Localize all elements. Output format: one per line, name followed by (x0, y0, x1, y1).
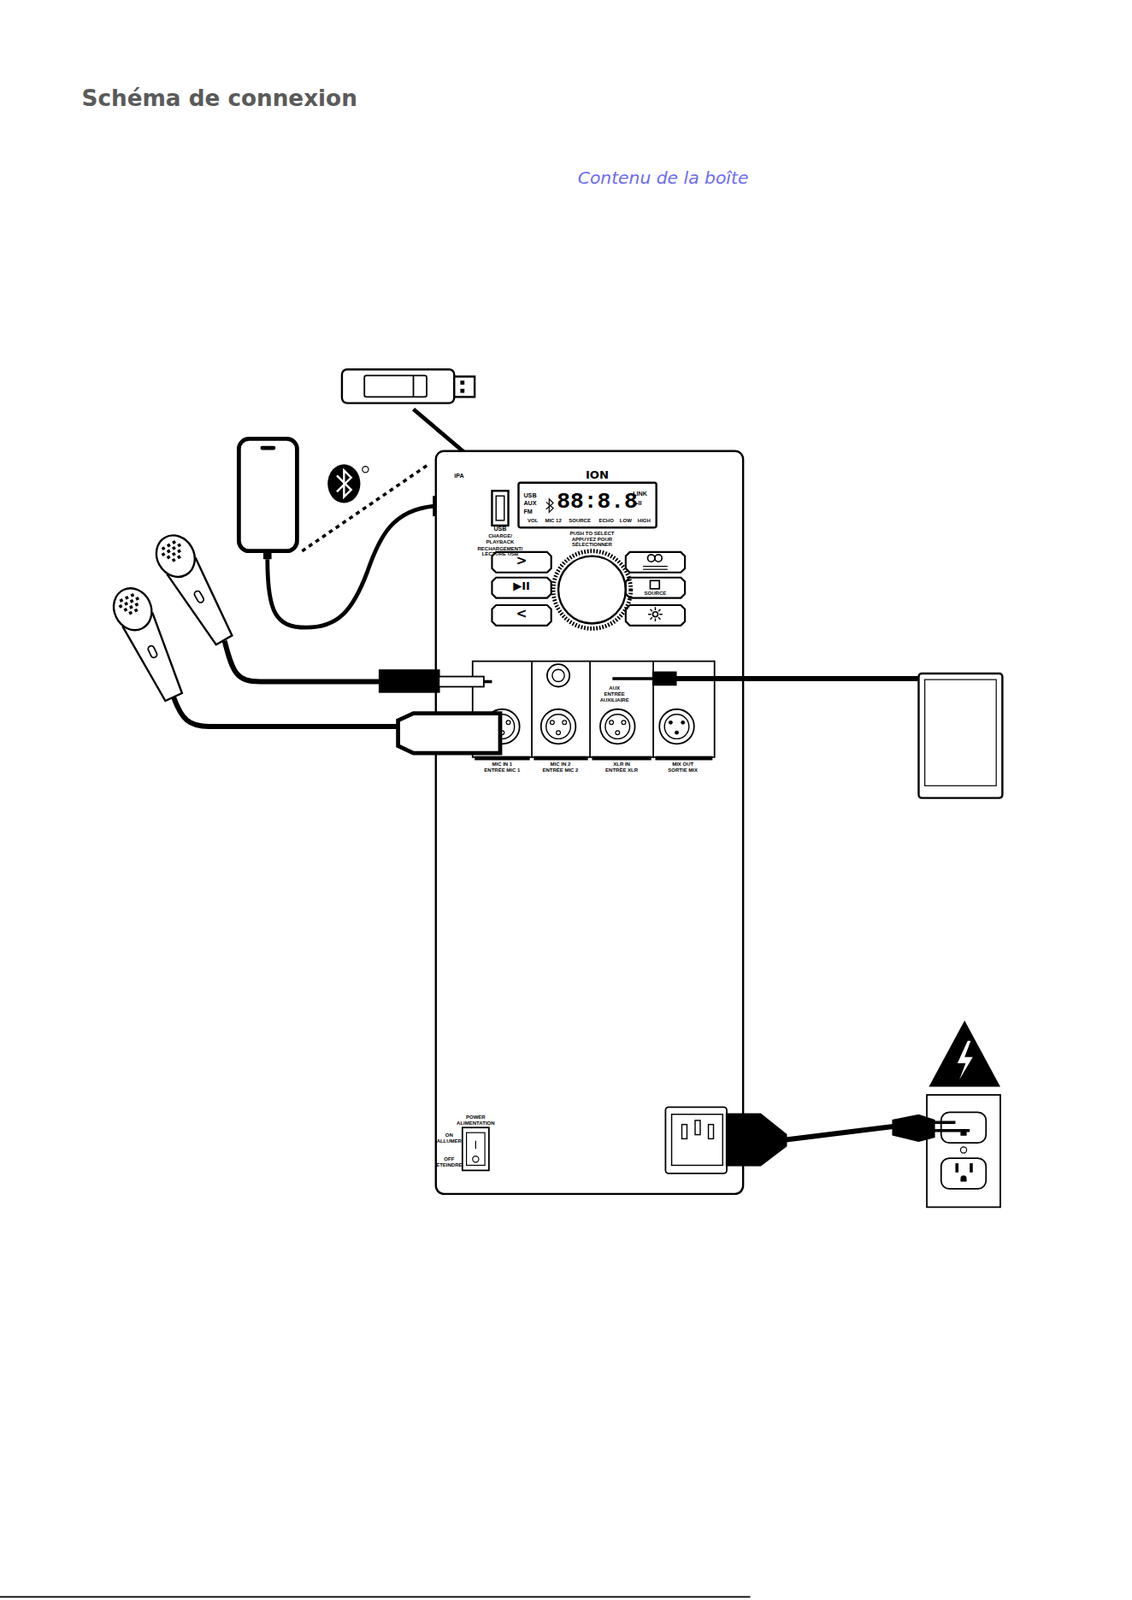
panel-label: MIC IN 1 (492, 761, 513, 767)
panel-label: LINK (632, 491, 648, 499)
panel-label: PUSH TO SELECT (569, 530, 614, 537)
panel-label: OFF (443, 1156, 454, 1162)
panel-label: AUX (608, 685, 620, 691)
panel-label: FM (523, 509, 532, 517)
panel-label: ALLUMER (436, 1138, 462, 1144)
usb-port (491, 490, 508, 526)
iec-socket (665, 1107, 727, 1174)
brand-logo: ION (585, 469, 609, 482)
panel-label: SOURCE (644, 590, 667, 596)
panel-label: POWER (465, 1114, 486, 1121)
jack-plug (379, 670, 439, 692)
panel-label: APPUYEZ POUR SÉLECTIONNER (567, 536, 617, 549)
button-symbol: < (516, 607, 528, 621)
panel-label: ÉTEINDRE (436, 1162, 462, 1168)
panel-label: iPA (453, 473, 464, 481)
mic-cable (224, 641, 380, 683)
panel-label: ALIMENTATION (456, 1120, 495, 1127)
xlr-plug (398, 713, 501, 755)
panel-label: CHARGE/ PLAYBACK (479, 533, 521, 545)
panel-label: HIGH (637, 518, 651, 524)
wall-outlet (926, 1095, 1001, 1208)
panel-label: MIC IN 2 (550, 761, 572, 767)
smartphone (238, 438, 297, 560)
panel-label: ENTRÉE MIC 2 (542, 767, 578, 773)
panel-label: AUX (523, 501, 537, 508)
button-symbol: ▶II (512, 580, 531, 593)
usb-cable (267, 506, 435, 628)
panel-label: XLR IN (613, 761, 631, 767)
panel-label: ENTRÉE AUXILIAIRE (599, 691, 631, 703)
microphone (106, 582, 190, 706)
warning-symbol (928, 1020, 1001, 1088)
power-switch (462, 1127, 490, 1171)
panel-label: USB (523, 493, 537, 501)
panel-label: USB (493, 526, 507, 534)
footer-rule (0, 1597, 750, 1599)
lcd-display (518, 483, 656, 529)
mic-cable (173, 696, 401, 727)
aux-tip (612, 677, 654, 681)
speaker-panel (436, 451, 743, 1195)
panel-label: SOURCE (568, 518, 591, 524)
button-symbol: > (516, 554, 528, 568)
select-knob (558, 556, 626, 625)
iec-plug (726, 1114, 786, 1167)
lcd-digits: 88:8.8 (556, 490, 638, 515)
panel-label: ECHO (598, 518, 614, 524)
panel-label: VOL (527, 518, 538, 524)
panel-label: MIC 12 (544, 518, 561, 524)
microphone (148, 528, 240, 649)
knob-knurl (553, 551, 631, 630)
panel-label: ▶II (633, 501, 642, 508)
panel-label: SORTIE MIX (667, 767, 698, 773)
buttons (491, 552, 685, 626)
power-cord (785, 1126, 893, 1141)
lcd-bluetooth (546, 499, 554, 513)
panel-label: ENTRÉE MIC 1 (483, 767, 520, 773)
panel-label: LOW (619, 518, 632, 524)
panel-label: ON (445, 1132, 454, 1138)
panel-label: ENTRÉE XLR (605, 767, 638, 773)
aux-cable (675, 676, 919, 682)
wireless-link (301, 464, 429, 551)
usb-stick (341, 369, 475, 403)
tablet (918, 673, 1003, 799)
bluetooth-icon (327, 464, 369, 503)
panel-label: MIX OUT (672, 761, 694, 767)
link-text: Contenu de la boîte (577, 169, 749, 188)
page-title: Schéma de connexion (82, 85, 358, 112)
